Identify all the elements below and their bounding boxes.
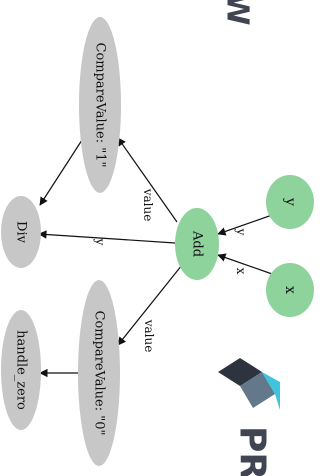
edge-label-y-div: y xyxy=(93,238,107,246)
logo-facet-mid xyxy=(240,372,275,408)
edge-labels: value y value y x xyxy=(93,188,248,353)
node-add: Add xyxy=(175,208,219,280)
node-compare-value-1-shape xyxy=(79,17,121,193)
node-compare-value-1-label: CompareValue: "1" xyxy=(93,43,108,168)
node-y-shape xyxy=(266,175,314,229)
node-div-shape xyxy=(1,196,41,268)
node-x: x xyxy=(266,263,314,317)
brand-top-fragment: W xyxy=(220,0,255,26)
edge-add-to-compare-value-0 xyxy=(117,264,183,346)
edge-label-x-add: x xyxy=(234,268,248,275)
node-div: Div xyxy=(1,196,41,268)
edge-add-to-compare-value-1 xyxy=(117,137,178,223)
node-compare-value-0-shape xyxy=(78,280,120,466)
logo-facet-accent xyxy=(262,372,280,410)
edge-compare-value-1-to-div xyxy=(39,139,83,206)
node-compare-value-0: CompareValue: "0" xyxy=(78,280,120,466)
brand-bottom-fragment: PR xyxy=(232,426,273,476)
node-handle-zero-shape xyxy=(1,310,41,430)
edges xyxy=(38,137,276,378)
node-x-shape xyxy=(266,263,314,317)
edge-label-value-top: value xyxy=(141,188,155,222)
node-compare-value-0-label: CompareValue: "0" xyxy=(92,311,107,436)
node-y: y xyxy=(266,175,314,229)
node-compare-value-1: CompareValue: "1" xyxy=(79,17,121,193)
node-div-label: Div xyxy=(14,221,29,244)
brand-logo-icon xyxy=(218,358,280,410)
node-add-shape xyxy=(175,208,219,280)
node-x-label: x xyxy=(282,286,298,294)
edge-x-to-add xyxy=(217,253,276,276)
edge-add-to-div xyxy=(38,230,176,244)
edge-label-y-add: y xyxy=(234,228,248,236)
node-handle-zero-label: handle_zero xyxy=(14,330,29,410)
edge-y-to-add xyxy=(217,213,276,236)
node-handle-zero: handle_zero xyxy=(1,310,41,430)
edge-label-value-bottom: value xyxy=(142,319,156,353)
node-add-label: Add xyxy=(190,230,205,257)
node-y-label: y xyxy=(282,197,298,206)
